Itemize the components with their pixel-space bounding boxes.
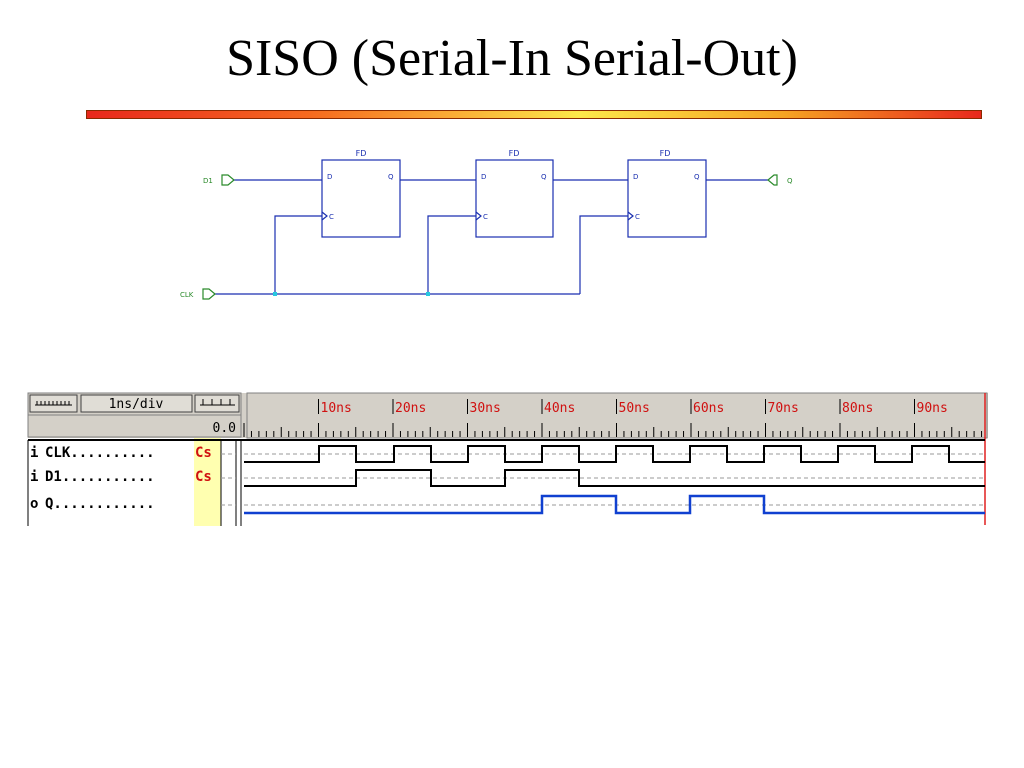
ff-port-d: D	[481, 173, 486, 181]
clock-triangle-icon	[627, 211, 634, 221]
input-pin-icon	[202, 288, 216, 300]
wire-clk-ff2	[427, 215, 476, 294]
pin-label-d1: D1	[203, 177, 213, 185]
signal-dir: o	[30, 496, 38, 512]
junction-dot	[426, 292, 430, 296]
scale-label: 1ns/div	[109, 397, 164, 412]
signal-dir: i	[30, 445, 38, 461]
waveform-q	[244, 494, 985, 515]
ff-port-c: C	[635, 213, 640, 221]
time-label: 50ns	[619, 401, 650, 416]
pin-label-q: Q	[787, 177, 793, 185]
ff-port-q: Q	[694, 173, 700, 181]
ff-port-c: C	[329, 213, 334, 221]
ff-title: FD	[660, 149, 671, 158]
time-label: 60ns	[693, 401, 724, 416]
signal-name: D1...........	[45, 469, 155, 485]
ff-port-q: Q	[541, 173, 547, 181]
time-label: 80ns	[842, 401, 873, 416]
time-label: 90ns	[917, 401, 948, 416]
flipflop-1	[321, 159, 401, 238]
signal-badge: Cs	[195, 469, 212, 485]
badge-column	[194, 438, 221, 526]
wire-clk-ff1	[274, 215, 322, 294]
signal-name: Q............	[45, 496, 155, 512]
flipflop-3	[627, 159, 707, 238]
ff-port-q: Q	[388, 173, 394, 181]
waveform-viewer: 1ns/div 0.0 10ns 20ns 30ns 40ns 50ns 60ns 70ns…	[27, 392, 988, 526]
clock-triangle-icon	[321, 211, 328, 221]
time-label: 10ns	[321, 401, 352, 416]
signal-name: CLK..........	[45, 445, 155, 461]
wire-clk-ff3	[579, 215, 628, 294]
ff-port-d: D	[633, 173, 638, 181]
junction-dot	[273, 292, 277, 296]
cursor-time: 0.0	[213, 421, 236, 436]
signal-badge: Cs	[195, 445, 212, 461]
time-label: 70ns	[768, 401, 799, 416]
ff-title: FD	[356, 149, 367, 158]
ruler-icon	[200, 399, 235, 406]
pin-label-clk: CLK	[180, 291, 194, 299]
waveform-d1	[244, 469, 985, 487]
ruler-icon	[35, 401, 72, 406]
ff-title: FD	[509, 149, 520, 158]
time-label: 40ns	[544, 401, 575, 416]
flipflop-2	[475, 159, 554, 238]
output-pin-icon	[767, 174, 778, 186]
scale-display	[80, 394, 193, 413]
signal-dir: i	[30, 469, 38, 485]
title-divider-bar	[86, 110, 982, 119]
time-label: 20ns	[395, 401, 426, 416]
ff-port-d: D	[327, 173, 332, 181]
zoom-in-button[interactable]	[194, 394, 240, 413]
clock-triangle-icon	[475, 211, 482, 221]
time-label: 30ns	[470, 401, 501, 416]
input-pin-icon	[221, 174, 235, 186]
slide-title: SISO (Serial-In Serial-Out)	[226, 30, 798, 87]
ff-port-c: C	[483, 213, 488, 221]
waveform-clk	[244, 445, 985, 463]
